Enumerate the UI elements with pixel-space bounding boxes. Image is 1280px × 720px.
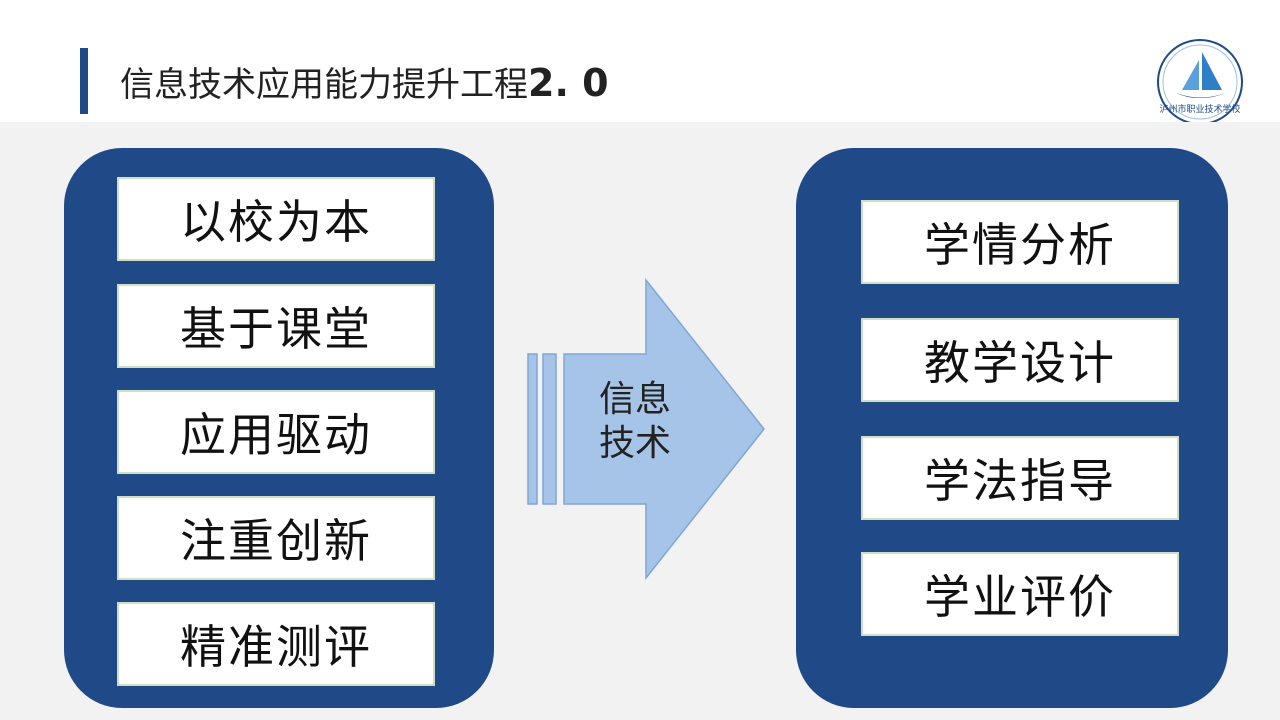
left-item-2: 基于课堂 [117,284,435,368]
logo-text: 泸州市职业技术学校 [1159,103,1240,115]
page-title: 信息技术应用能力提升工程2. 0 [120,58,609,108]
right-item-2: 教学设计 [861,318,1179,402]
arrow-label: 信息 技术 [585,378,685,466]
sailboat-logo-icon: 泸州市职业技术学校 [1157,39,1243,125]
left-item-5: 精准测评 [117,602,435,686]
right-item-1: 学情分析 [861,200,1179,284]
title-version: 2. 0 [528,61,609,105]
title-accent-bar [80,48,88,114]
left-item-1: 以校为本 [117,177,435,261]
left-item-3: 应用驱动 [117,390,435,474]
left-item-4: 注重创新 [117,496,435,580]
right-item-4: 学业评价 [861,552,1179,636]
right-arrow-icon [527,277,765,581]
arrow-label-line2: 技术 [598,423,671,464]
title-main: 信息技术应用能力提升工程 [120,65,528,105]
right-item-3: 学法指导 [861,436,1179,520]
arrow-label-line1: 信息 [598,379,671,420]
header: 信息技术应用能力提升工程2. 0 泸州市职业技术学校 [0,0,1280,125]
